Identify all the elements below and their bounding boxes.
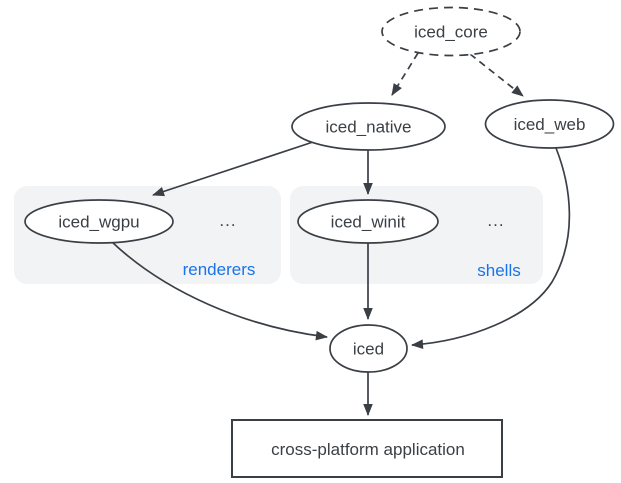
- edge-core-to-web: [469, 53, 524, 97]
- node-iced-native: [291, 102, 446, 151]
- node-iced: [329, 324, 408, 373]
- node-app-label: cross-platform application: [271, 440, 465, 459]
- edge-core-to-native: [391, 52, 419, 96]
- group-shells-label: shells: [477, 261, 520, 280]
- node-iced-winit-label: iced_winit: [331, 213, 406, 232]
- edge-wgpu-to-iced: [111, 241, 328, 341]
- node-iced-web-label: iced_web: [514, 115, 586, 134]
- node-iced-label: iced: [353, 340, 384, 359]
- group-renderers-label: renderers: [183, 260, 256, 279]
- node-iced-winit: [297, 199, 439, 244]
- node-iced-core-label: iced_core: [414, 23, 488, 42]
- group-shells-ellipsis: ...: [487, 211, 504, 230]
- node-iced-wgpu: [24, 199, 174, 244]
- edge-native-to-wgpu: [152, 141, 314, 197]
- group-renderers-ellipsis: ...: [219, 211, 236, 230]
- node-iced-wgpu-label: iced_wgpu: [58, 213, 139, 232]
- node-iced-native-label: iced_native: [325, 118, 411, 137]
- node-iced-core: [381, 6, 521, 57]
- node-iced-web: [484, 99, 615, 149]
- node-app-box: [231, 419, 503, 478]
- edge-web-to-iced: [411, 147, 571, 350]
